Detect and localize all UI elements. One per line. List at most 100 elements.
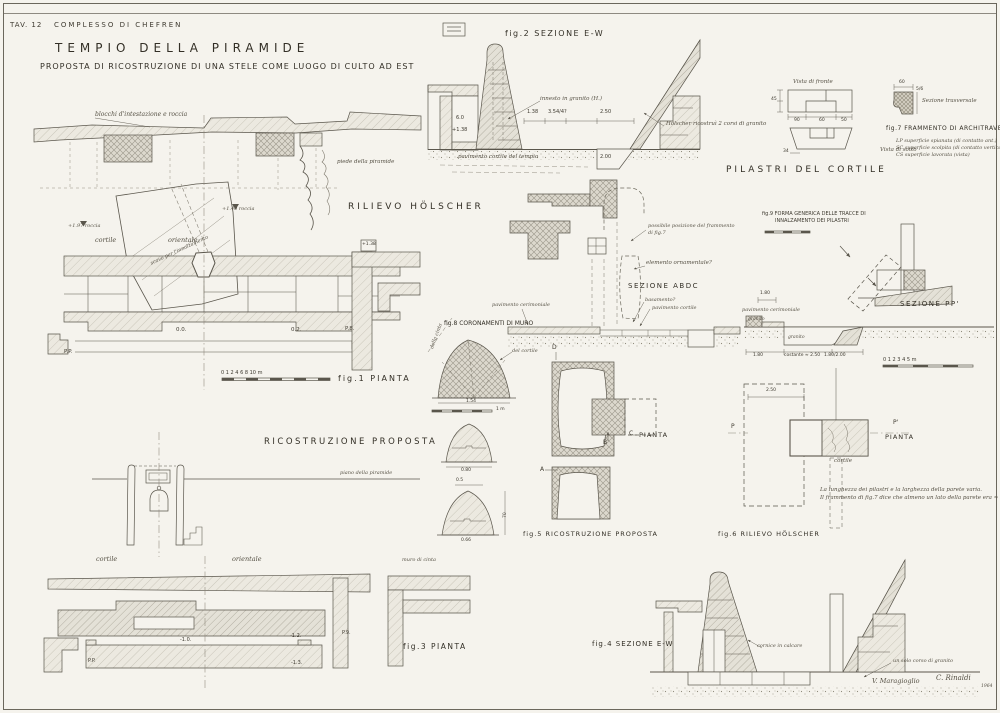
vista-fronte-label: Vista di fronte (793, 79, 833, 85)
sezioni-abdc-caption: SEZIONE ABDC (628, 282, 699, 290)
fig2-dim-138: 1.38 (527, 109, 539, 115)
page-subtitle: PROPOSTA DI RICOSTRUZIONE DI UNA STELE C… (40, 62, 415, 71)
fig1-p8-mark: P.8. (345, 326, 355, 332)
fig7-legend-2: SC superficie scolpita (di contatto vert… (896, 145, 1000, 151)
vista-sotto-label: Vista di sotto (880, 147, 917, 153)
pp-dim-180-top: 1.80 (760, 291, 771, 296)
fig2-caption: fig.2 SEZIONE E-W (505, 29, 605, 38)
page-title: TEMPIO DELLA PIRAMIDE (55, 41, 310, 55)
fig7-legend-3: CS superficie lavorata (vista) (896, 152, 970, 158)
frammento-annotation-2: di fig.7 (648, 230, 666, 236)
fig2-holscher-annotation: Hölscher ricostruì 2 corsi di granito (666, 121, 767, 127)
fig1-level-2: 0.2. (291, 327, 302, 333)
fig2-sezione-drawing (427, 22, 701, 174)
elemento-annotation: elemento ornamentale? (646, 260, 712, 266)
pianta-pp-dim-250: 2.50 (766, 388, 777, 393)
annotation-roccia-2: +1.97 roccia (68, 223, 101, 229)
fig2-innesto-annotation: innesto in granito (H.) (540, 96, 603, 102)
pianta-pp-cortile: cortile (834, 458, 853, 464)
pavimento-cerimoniale-annotation: pavimento cerimoniale (492, 302, 550, 308)
pianta-pp-marker-p1: P' (893, 419, 899, 426)
fig9-drawing (764, 223, 953, 312)
ricostruzione-caption: RICOSTRUZIONE PROPOSTA (264, 437, 438, 447)
annotation-blocchi: blocchi d'intestazione e roccia (95, 111, 188, 118)
sezione-trasversale-label: Sezione trasversale (922, 98, 977, 104)
fig1-caption: fig.1 PIANTA (338, 374, 411, 383)
fig1-orientale-label: orientale (168, 236, 198, 244)
complex-label: COMPLESSO DI CHEFREN (54, 21, 183, 29)
fig8-dim-70: 70 (503, 512, 508, 518)
pianta-pp-marker-p: P (731, 423, 735, 430)
pp-dim-18020: 1.80/2.00 (824, 353, 846, 358)
note-line-2: Il frammento di fig.7 dice che almeno un… (820, 495, 1000, 501)
pilastro-dim-90: 90 (794, 118, 800, 123)
fig7-caption: fig.7 FRAMMENTO DI ARCHITRAVE (886, 125, 1000, 132)
architrave-dim-56: 5/6 (916, 87, 924, 92)
rilievo-holscher-elevation (33, 111, 422, 311)
fig4-sezione-drawing (650, 558, 980, 697)
pp-scale-label: 0 1 2 3 4 5 m (883, 357, 917, 363)
tav-number: TAV. 12 (10, 21, 43, 29)
frammento-annotation-1: possibile posizione del frammento (648, 223, 735, 229)
fig6-caption: fig.6 RILIEVO HÖLSCHER (718, 530, 820, 538)
fig6-plan-drawing (728, 368, 910, 529)
fig3-orientale-label: orientale (232, 555, 262, 563)
pavimento-cortile-annotation: pavimento cortile (652, 305, 697, 311)
annotation-roccia-1: +1.40 roccia (222, 206, 255, 212)
fig2-dim-200: 2.00 (600, 154, 612, 160)
fig8-del-cortile: del cortile (512, 348, 538, 354)
pp-granito-1: granito (748, 317, 765, 322)
fig8-dim-080: 0.80 (461, 468, 472, 473)
fig3-level-2: -1.2. (290, 633, 302, 639)
fig3-muro-label: muro di cinta (402, 557, 436, 563)
signature-rinaldi: C. Rinaldi (936, 674, 971, 682)
fig2-dim-354: 3.54/4? (548, 109, 567, 115)
fig3-level-1: -1.0. (180, 637, 192, 643)
plan-abcd-drawing (545, 352, 657, 520)
fig3-level-3: -1.3. (291, 660, 303, 666)
fig8-dim-154: 1.54 (466, 399, 477, 404)
annotation-piede: piede della piramide (337, 159, 395, 165)
fig4-corso-annotation: un solo corso di granito (893, 658, 953, 664)
sezione-pp-drawing (744, 269, 994, 368)
architrave-dim-60: 60 (899, 80, 905, 85)
fig9-caption-line2: INNALZAMENTO DEI PILASTRI (775, 218, 849, 224)
signature-maragioglio: V. Maragioglio (872, 677, 920, 685)
pp-dim-180: 1.80 (753, 353, 764, 358)
fig1-pp-mark: P.P. (64, 349, 73, 355)
fig3-cortile-label: cortile (96, 555, 118, 563)
fig2-pavimento-annotation: pavimento cortile del tempio (458, 154, 539, 160)
fig4-caption: fig.4 SEZIONE E-W (592, 640, 674, 648)
fig1-elevation: +1.38 (362, 242, 376, 247)
fig3-p9-mark: P.9. (342, 630, 351, 636)
pilastro-dim-50: 50 (841, 118, 847, 123)
fig1-pianta-drawing (47, 115, 421, 390)
fig2-dim-p138: +1.38 (452, 127, 468, 133)
fig8-coronamenti-drawing (427, 317, 516, 536)
pianta-pp-caption: PIANTA (885, 433, 915, 441)
marker-d: D (552, 344, 557, 351)
fig8-dim-05: 0.5 (456, 478, 464, 483)
ricostruzione-drawing (92, 432, 420, 557)
sezione-pp-caption: SEZIONE PP' (900, 300, 960, 308)
fig5-caption: fig.5 RICOSTRUZIONE PROPOSTA (523, 530, 658, 538)
piano-piramide-annotation: piano della piramide (340, 470, 393, 476)
sezioni-abdc-drawing (507, 179, 741, 348)
sheet-frame (3, 3, 997, 710)
signature-year: 1964 (981, 684, 993, 689)
plan-abcd-caption: PIANTA (639, 431, 669, 439)
fig3-pianta-drawing (43, 556, 471, 688)
marker-c: C (629, 430, 634, 437)
pilastro-dim-60: 60 (819, 118, 825, 123)
pilastro-dim-45: 45 (771, 97, 777, 102)
pilastri-heading: PILASTRI DEL CORTILE (726, 165, 887, 175)
rilievo-caption: RILIEVO HÖLSCHER (348, 202, 484, 212)
fig1-scale-bar-label: 0 1 2 4 6 8 10 m (221, 370, 263, 376)
pp-pavimento-cerimoniale: pavimento cerimoniale (742, 307, 800, 313)
fig8-caption: fig.8 CORONAMENTI DI MURO (444, 320, 534, 327)
fig8-dim-066: 0.66 (461, 538, 472, 543)
pilastro-dim-34: 34 (783, 149, 789, 154)
marker-b: B (603, 439, 608, 446)
